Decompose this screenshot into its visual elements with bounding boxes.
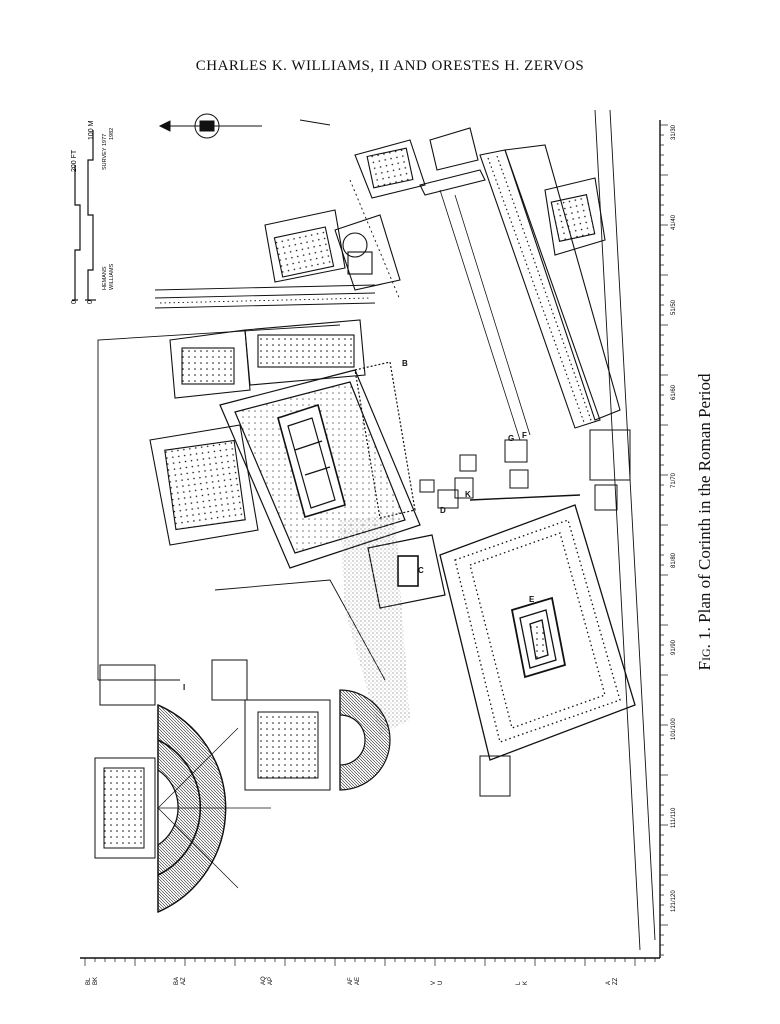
grid-label-bottom: V xyxy=(431,981,437,985)
grid-label-bottom: AQ xyxy=(261,976,267,985)
grid-label-right: 41/40 xyxy=(671,214,677,230)
grid-label-right: 31/30 xyxy=(671,124,677,140)
scale-m-label: 100 M xyxy=(88,120,95,140)
north-arrow-icon xyxy=(158,113,262,139)
central-shops xyxy=(419,439,581,509)
figure-title: Plan of Corinth in the Roman Period xyxy=(695,373,714,623)
figure-number: Fig. 1. xyxy=(695,627,714,671)
label-e: E xyxy=(529,595,535,604)
theater-buildings xyxy=(94,429,631,859)
west-temple-precinct xyxy=(219,361,421,569)
label-f: F xyxy=(522,431,527,440)
grid-label-right: 121/120 xyxy=(671,890,677,912)
grid-label-right: 81/80 xyxy=(671,552,677,568)
grid-label-bottom: L xyxy=(516,981,522,985)
grid-label-bottom: AF xyxy=(348,977,354,985)
grid-label-bottom: U xyxy=(438,981,444,985)
running-header: CHARLES K. WILLIAMS, II AND ORESTES H. Z… xyxy=(195,58,585,74)
map-letter-labels: B C D E F G K I xyxy=(183,359,535,692)
odeion xyxy=(339,689,391,791)
grid-label-bottom: AP xyxy=(268,977,274,985)
label-i: I xyxy=(183,683,185,692)
grid-labels-right: 31/30 41/40 51/50 61/60 71/70 81/80 91/90 101/1… xyxy=(671,124,677,912)
grid-label-right: 51/50 xyxy=(671,299,677,315)
grid-label-right: 111/110 xyxy=(671,807,677,828)
scale-zero-m: 0 xyxy=(87,300,94,304)
survey-year: 1982 xyxy=(109,128,115,140)
temple-e-precinct xyxy=(439,504,636,761)
west-courtyards xyxy=(149,319,366,546)
theater xyxy=(157,704,271,913)
scale-ft-label: 200 FT xyxy=(71,149,78,172)
scale-zero-ft: 0 xyxy=(71,300,78,304)
surveyor-name: HEMANS xyxy=(102,266,108,290)
survey-label: SURVEY 1977 xyxy=(102,134,108,170)
grid-label-bottom: BA xyxy=(174,977,180,985)
label-g: G xyxy=(508,434,514,443)
grid-label-bottom: BK xyxy=(93,977,99,985)
label-k: K xyxy=(465,490,471,499)
grid-label-bottom: A xyxy=(606,981,612,985)
grid-frame xyxy=(80,120,668,966)
label-b: B xyxy=(402,359,408,368)
stippled-road xyxy=(340,515,410,735)
grid-label-bottom: ZZ xyxy=(613,977,619,985)
lechaion-road xyxy=(154,179,401,309)
grid-label-bottom: AE xyxy=(355,977,361,985)
label-d: D xyxy=(440,506,446,515)
grid-label-bottom: BL xyxy=(86,977,92,985)
figure-caption: Fig. 1. Plan of Corinth in the Roman Per… xyxy=(695,374,715,671)
grid-label-right: 61/60 xyxy=(671,384,677,400)
grid-label-right: 91/90 xyxy=(671,639,677,655)
grid-label-right: 101/100 xyxy=(671,718,677,740)
label-c: C xyxy=(418,566,424,575)
grid-label-bottom: AZ xyxy=(181,977,187,985)
long-stoa xyxy=(419,144,621,441)
grid-label-bottom: K xyxy=(523,981,529,985)
north-stoa-buildings xyxy=(264,127,606,291)
surveyor-name: WILLIAMS xyxy=(109,263,115,290)
grid-label-right: 71/70 xyxy=(671,472,677,488)
scale-bar xyxy=(72,130,96,301)
